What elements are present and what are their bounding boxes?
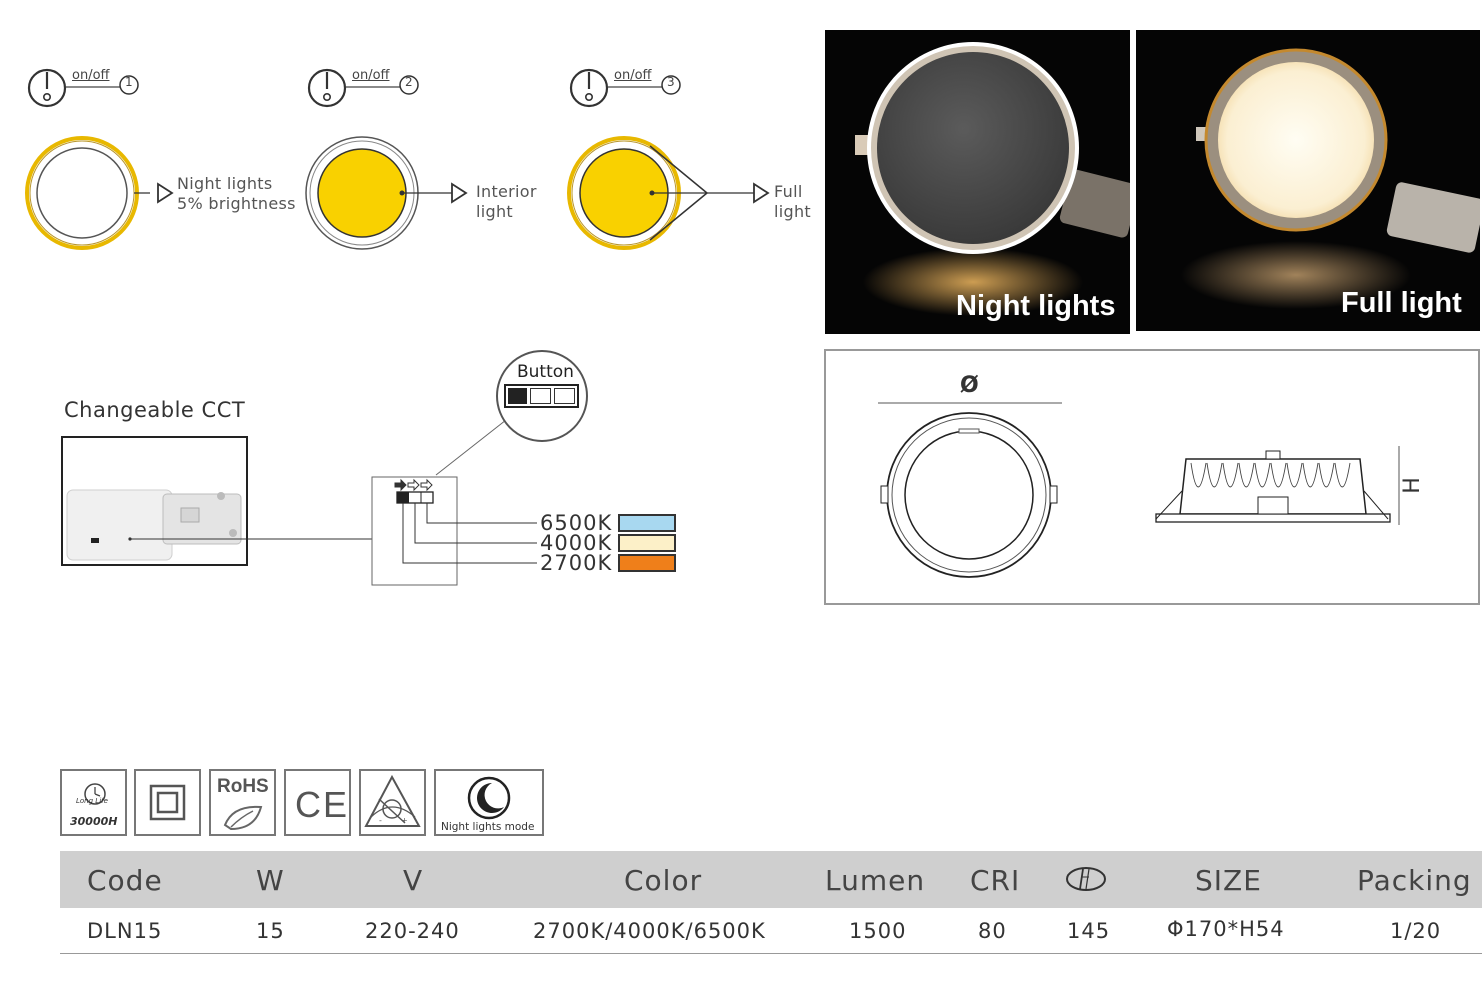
lifetime-hours: 30000H bbox=[70, 815, 118, 828]
arrow-right-icon bbox=[157, 182, 174, 204]
svg-text:-: - bbox=[379, 816, 382, 825]
long-life-text: Long Life bbox=[76, 797, 108, 805]
cell-cutout: 145 bbox=[1067, 919, 1111, 943]
mode-1-diagram bbox=[25, 68, 150, 250]
cell-lumen: 1500 bbox=[849, 919, 907, 943]
cell-packing: 1/20 bbox=[1390, 919, 1442, 943]
mode-1: on/off 1 Night lights 5% brightness bbox=[20, 60, 310, 260]
cell-color: 2700K/4000K/6500K bbox=[533, 919, 766, 943]
cell-size: Φ170*H54 bbox=[1167, 917, 1285, 941]
class-ii-badge bbox=[134, 769, 201, 836]
button-label: Button bbox=[517, 362, 574, 382]
double-square-icon bbox=[149, 784, 186, 821]
mode-label-line2: light bbox=[476, 202, 513, 221]
power-icon bbox=[27, 68, 67, 108]
step-number: 2 bbox=[405, 75, 413, 89]
leaf-icon bbox=[223, 805, 263, 831]
mode-label-line2: 5% brightness bbox=[177, 194, 296, 213]
header-size: SIZE bbox=[1195, 864, 1262, 897]
ce-mark: CE bbox=[295, 784, 350, 825]
cell-voltage: 220-240 bbox=[365, 919, 460, 943]
side-view bbox=[1155, 450, 1391, 523]
photo-caption-full: Full light bbox=[1341, 287, 1462, 319]
cutout-icon bbox=[1066, 867, 1106, 891]
mode-3-diagram bbox=[567, 68, 770, 250]
long-life-badge: Long Life 30000H bbox=[60, 769, 127, 836]
cell-watt: 15 bbox=[256, 919, 285, 943]
arrow-right-icon bbox=[753, 182, 770, 204]
full-lamp-image bbox=[1181, 48, 1480, 309]
driver-box-image bbox=[66, 489, 242, 561]
height-symbol: H bbox=[1399, 477, 1425, 494]
cct-option-label: 2700K bbox=[540, 551, 613, 575]
photo-caption-night: Night lights bbox=[956, 290, 1116, 322]
dimmer-triangle-icon: - + bbox=[364, 774, 421, 827]
header-code: Code bbox=[87, 864, 163, 897]
onoff-label: on/off bbox=[352, 68, 390, 83]
driver-photo-frame bbox=[61, 436, 248, 566]
step-number: 1 bbox=[125, 75, 133, 89]
arrow-right-icon bbox=[451, 182, 468, 204]
mode-label-line1: Full bbox=[774, 182, 803, 201]
night-mode-badge: Night lights mode bbox=[434, 769, 544, 836]
cell-code: DLN15 bbox=[87, 919, 163, 943]
header-watt: W bbox=[256, 864, 285, 897]
step-number: 3 bbox=[667, 75, 675, 89]
color-swatch-6500k bbox=[618, 514, 676, 532]
night-lamp-image bbox=[855, 42, 1130, 316]
rohs-badge: RoHS bbox=[209, 769, 276, 836]
cct-option-label: 6500K bbox=[540, 511, 613, 535]
dimmable-badge: - + bbox=[359, 769, 426, 836]
header-color: Color bbox=[624, 864, 703, 897]
button-switch bbox=[504, 384, 579, 408]
cct-switch-diagram bbox=[128, 419, 537, 586]
power-icon bbox=[307, 68, 347, 108]
spec-table-header: Code W V Color Lumen CRI SIZE Packing bbox=[60, 851, 1482, 908]
cct-option-4000: 4000K bbox=[540, 531, 676, 555]
cell-cri: 80 bbox=[978, 919, 1007, 943]
night-mode-label: Night lights mode bbox=[441, 821, 535, 833]
cct-option-2700: 2700K bbox=[540, 551, 676, 575]
arrow-indicators bbox=[394, 478, 433, 492]
mode-2-diagram bbox=[305, 68, 468, 250]
header-lumen: Lumen bbox=[825, 864, 926, 897]
clock-icon bbox=[84, 783, 106, 805]
rohs-text: RoHS bbox=[217, 776, 269, 797]
onoff-label: on/off bbox=[72, 68, 110, 83]
ce-badge: CE bbox=[284, 769, 351, 836]
button-zoom: Button bbox=[496, 350, 588, 442]
mode-3: on/off 3 Full light bbox=[562, 60, 822, 260]
moon-icon bbox=[467, 776, 511, 820]
dimension-drawing: Ø H bbox=[824, 349, 1480, 605]
photo-night-lights: Night lights bbox=[825, 30, 1130, 334]
mode-label-line1: Interior bbox=[476, 182, 537, 201]
cct-option-label: 4000K bbox=[540, 531, 613, 555]
table-row: DLN15 15 220-240 2700K/4000K/6500K 1500 … bbox=[60, 908, 1482, 954]
diameter-symbol: Ø bbox=[960, 373, 979, 398]
mode-label-line2: light bbox=[774, 202, 811, 221]
header-packing: Packing bbox=[1357, 864, 1472, 897]
color-swatch-2700k bbox=[618, 554, 676, 572]
mode-label-line1: Night lights bbox=[177, 174, 273, 193]
header-cri: CRI bbox=[970, 864, 1021, 897]
photo-full-light: Full light bbox=[1136, 30, 1480, 331]
header-voltage: V bbox=[403, 864, 424, 897]
svg-text:+: + bbox=[401, 816, 408, 825]
cct-title: Changeable CCT bbox=[64, 398, 246, 422]
mode-2: on/off 2 Interior light bbox=[300, 60, 560, 260]
power-icon bbox=[569, 68, 609, 108]
dimension-lines bbox=[878, 402, 1400, 578]
color-swatch-4000k bbox=[618, 534, 676, 552]
onoff-label: on/off bbox=[614, 68, 652, 83]
cct-option-6500: 6500K bbox=[540, 511, 676, 535]
